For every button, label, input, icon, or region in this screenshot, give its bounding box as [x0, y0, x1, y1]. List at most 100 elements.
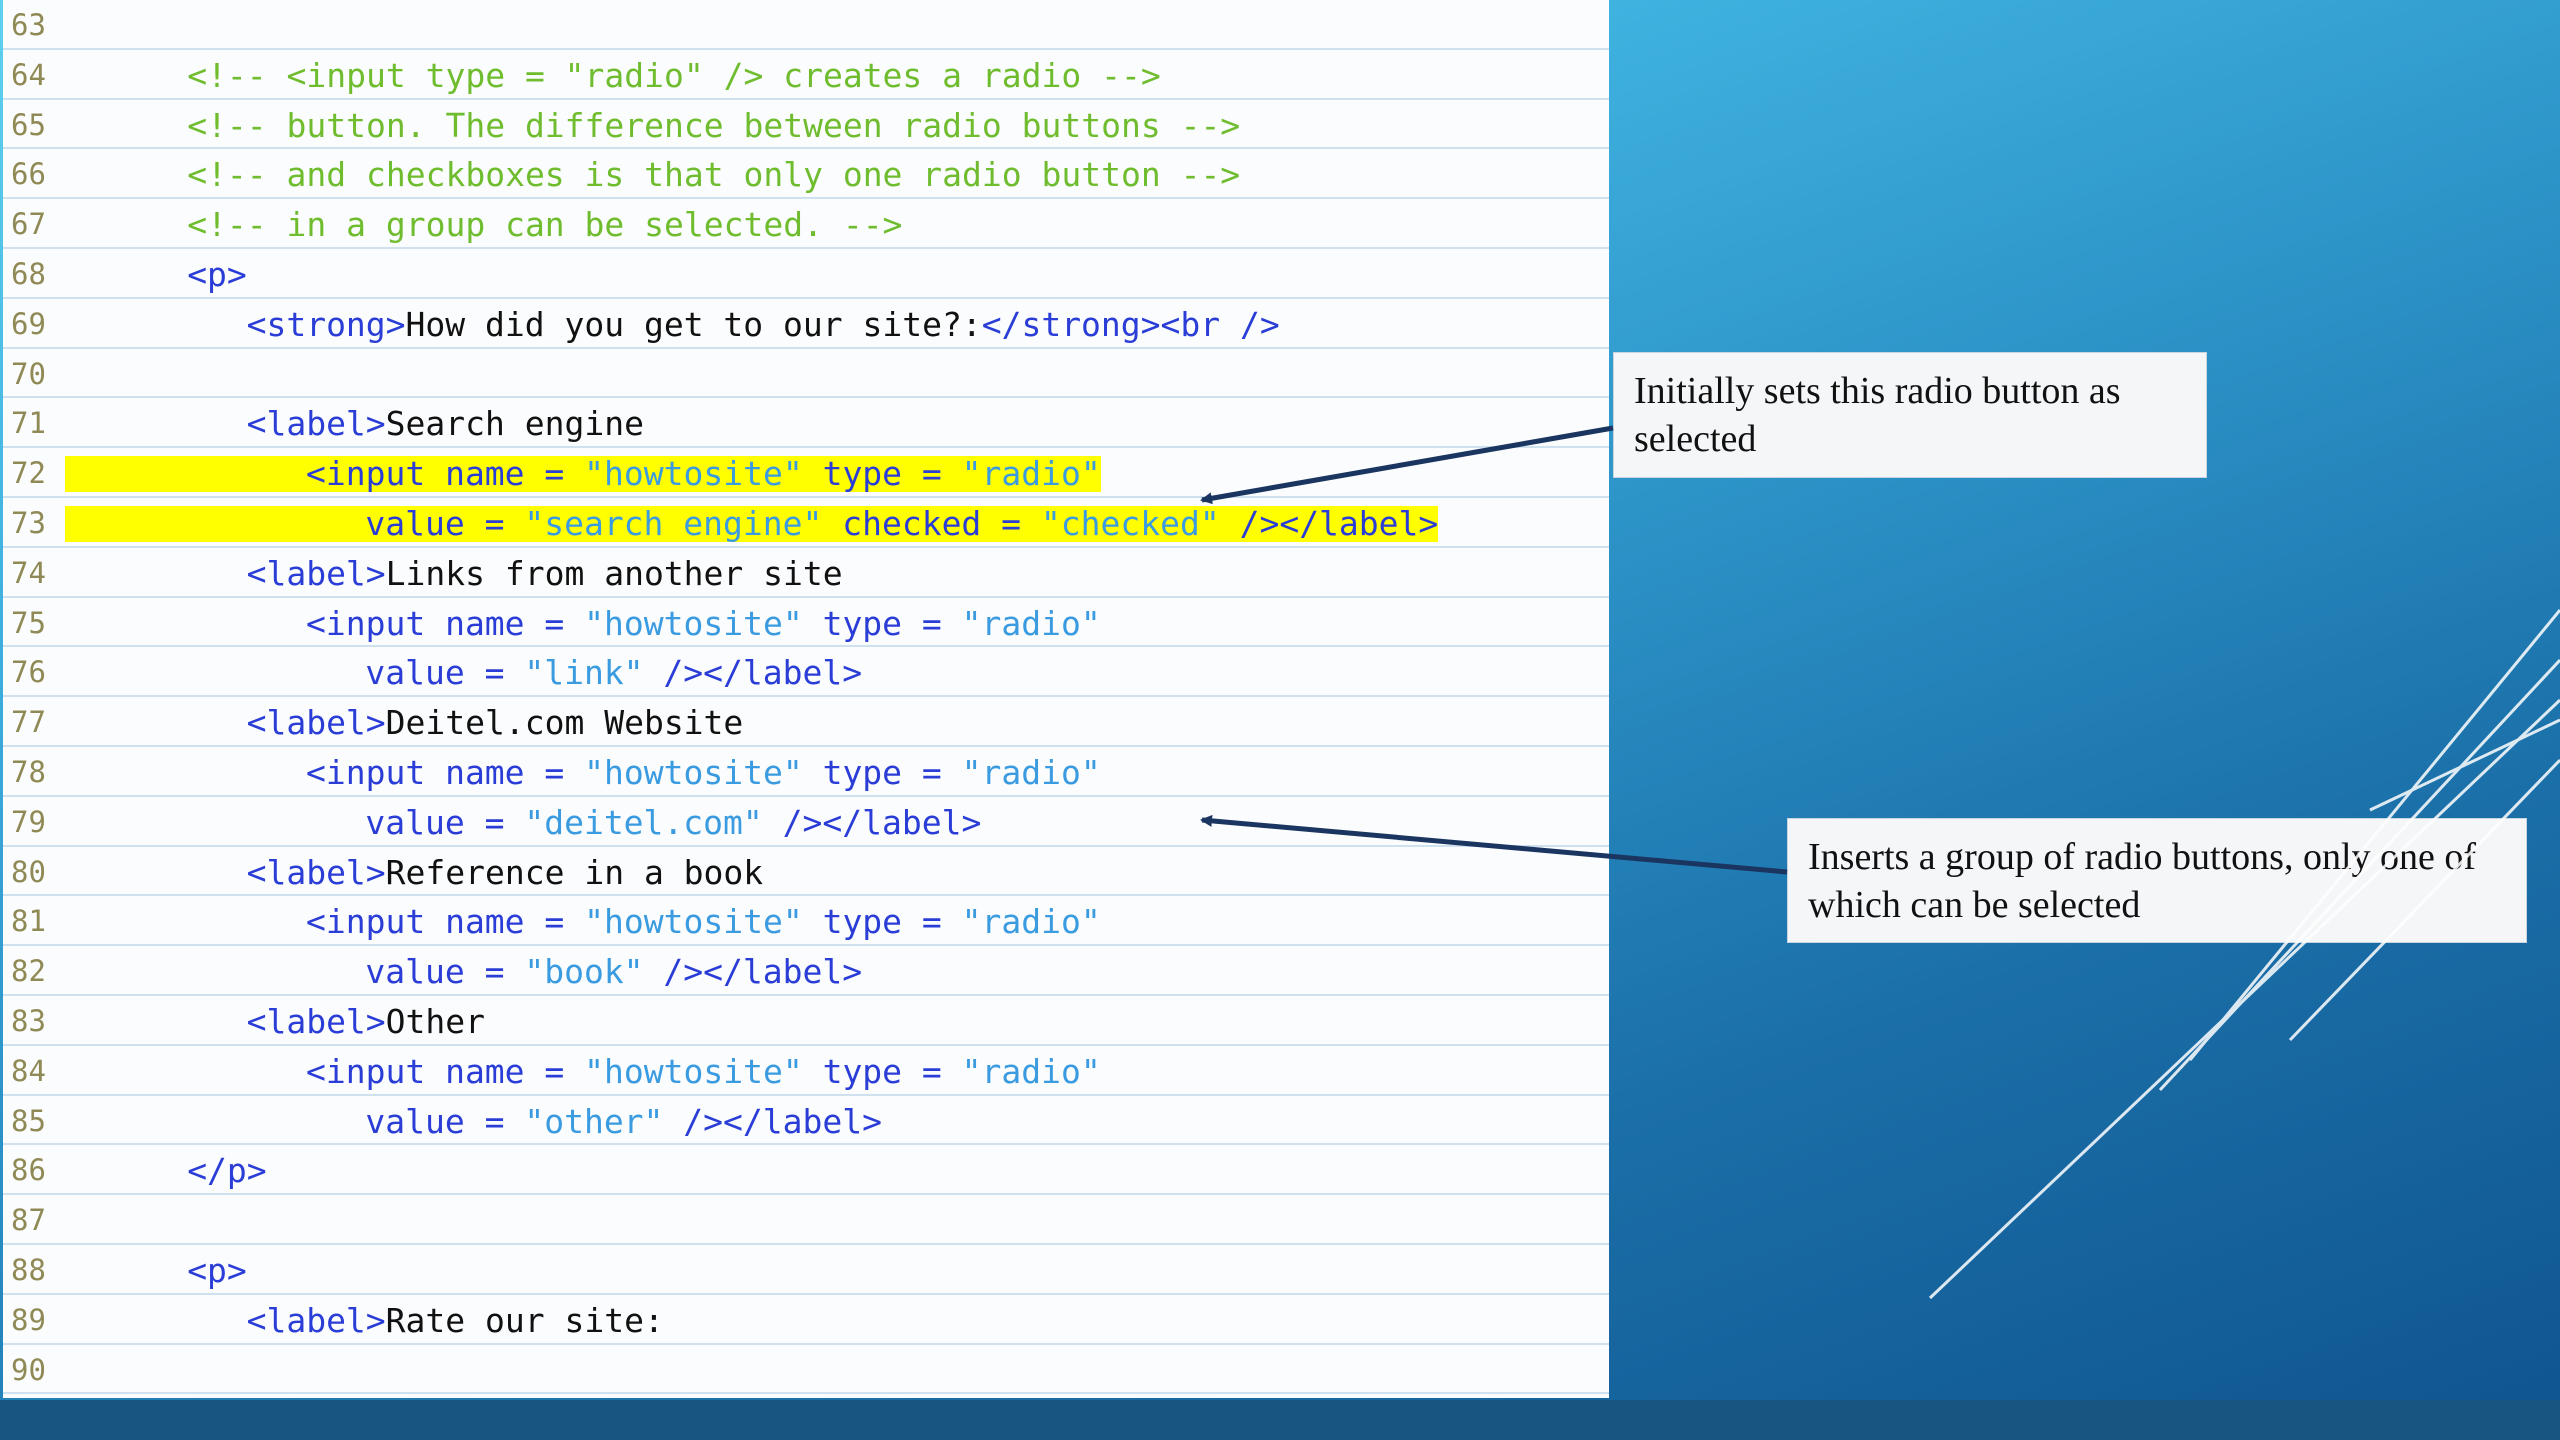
code-token-tag: type =: [802, 753, 962, 792]
callout-checked-explanation: Initially sets this radio button as sele…: [1613, 352, 2207, 478]
code-token-tag: type =: [802, 603, 962, 643]
code-text: <input name = "howtosite" type = "radio": [65, 454, 1101, 494]
line-number: 76: [11, 655, 46, 690]
code-token-cmt: <!-- <input type = "radio" /> creates a …: [187, 55, 1161, 95]
code-text: <!-- and checkboxes is that only one rad…: [187, 157, 1240, 193]
code-token-tag: checked =: [822, 504, 1041, 543]
code-text: <input name = "howtosite" type = "radio": [306, 1051, 1101, 1091]
code-token-tag: <label>: [246, 703, 386, 743]
code-line-86: 86 </p>: [3, 1145, 1609, 1196]
code-token-str: "howtosite": [584, 1051, 803, 1091]
decor-line-4: [2288, 758, 2560, 1042]
code-token-str: "checked": [1040, 504, 1220, 543]
code-token-tag: /></label>: [1219, 504, 1439, 543]
code-token-tag: <label>: [246, 404, 386, 444]
code-line-88: 88<p>: [3, 1245, 1609, 1295]
code-line-90: 90: [3, 1345, 1609, 1395]
code-line-89: 89 <label>Rate our site:: [3, 1295, 1609, 1345]
code-token-str: "link": [524, 653, 644, 693]
line-number: 67: [11, 207, 46, 242]
line-number: 87: [11, 1203, 46, 1238]
code-line-72: 72<input name = "howtosite" type = "radi…: [3, 448, 1609, 498]
code-token-txt: Reference in a book: [385, 852, 764, 892]
code-token-str: "howtosite": [584, 753, 803, 792]
code-text: <!-- <input type = "radio" /> creates a …: [187, 55, 1161, 95]
code-token-tag: <input name =: [306, 454, 585, 494]
code-text: <!-- in a group can be selected. -->: [187, 207, 902, 243]
code-text: <label>Rate our site:: [247, 1300, 664, 1340]
code-text: </p>: [187, 1153, 266, 1189]
code-text: <label>Other: [247, 1004, 485, 1040]
arrow-to-line-72: [1200, 425, 1614, 505]
line-number: 90: [11, 1352, 46, 1387]
code-token-tag: <input name =: [306, 753, 585, 792]
code-token-str: "radio": [961, 603, 1101, 643]
code-token-str: "howtosite": [584, 902, 803, 942]
line-number: 89: [11, 1302, 46, 1337]
code-token-txt: Rate our site:: [385, 1300, 664, 1340]
decor-line-3: [2188, 609, 2560, 1061]
code-token-tag: type =: [802, 1051, 962, 1091]
line-number: 66: [11, 157, 46, 192]
code-line-67: 67 <!-- in a group can be selected. -->: [3, 199, 1609, 249]
code-token-cmt: <!-- in a group can be selected. -->: [187, 205, 903, 245]
code-line-63: 63: [3, 0, 1609, 50]
line-number: 80: [11, 854, 46, 889]
line-number: 81: [11, 904, 46, 939]
code-line-80: 80 <label>Reference in a book: [3, 847, 1609, 897]
code-token-str: "radio": [961, 1051, 1101, 1091]
code-text: value = "book" /></label>: [365, 954, 862, 990]
code-text: <label>Search engine: [247, 406, 644, 442]
code-token-str: "radio": [961, 902, 1101, 942]
code-text: <label>Links from another site: [246, 553, 843, 593]
code-token-tag: <label>: [246, 553, 386, 593]
line-number: 63: [11, 8, 46, 42]
code-token-tag: /></label>: [643, 952, 863, 992]
line-number: 65: [11, 107, 46, 142]
code-line-82: 82 value = "book" /></label>: [3, 946, 1609, 996]
code-line-68: 68<p>: [3, 249, 1609, 299]
callout-checked-text: Initially sets this radio button as sele…: [1634, 370, 2121, 460]
code-token-tag: <label>: [246, 852, 386, 892]
line-number: 78: [11, 755, 46, 789]
code-text: <!-- button. The difference between radi…: [187, 107, 1240, 144]
code-token-tag: /></label>: [762, 802, 982, 842]
code-token-tag: type =: [802, 454, 962, 494]
code-text: <input name = "howtosite" type = "radio": [306, 904, 1101, 940]
code-token-txt: Search engine: [385, 404, 644, 444]
code-line-81: 81 <input name = "howtosite" type = "radi…: [3, 896, 1609, 947]
code-text: value = "search engine" checked = "check…: [65, 504, 1439, 543]
line-number: 71: [11, 406, 46, 441]
code-token-tag: <p>: [187, 255, 247, 294]
decor-line-5: [2369, 718, 2560, 812]
code-line-77: 77<label>Deitel.com Website: [3, 697, 1609, 747]
code-token-tag: <p>: [187, 1251, 247, 1290]
line-number: 74: [11, 555, 46, 590]
code-token-str: "howtosite": [584, 603, 803, 643]
line-number: 69: [11, 306, 46, 341]
line-number: 70: [11, 356, 46, 391]
code-line-74: 74 <label>Links from another site: [3, 548, 1609, 598]
code-text: <label>Reference in a book: [246, 852, 764, 892]
code-line-69: 69 <strong>How did you get to our site?:<…: [3, 299, 1609, 349]
code-text: <strong>How did you get to our site?:</s…: [247, 304, 1280, 344]
code-token-tag: <label>: [246, 1002, 386, 1041]
code-token-str: "search engine": [524, 504, 823, 543]
line-number: 77: [11, 705, 46, 740]
line-number: 82: [11, 954, 46, 989]
code-token-txt: How did you get to our site?:: [405, 304, 982, 344]
code-text: <p>: [187, 1253, 247, 1289]
arrow-to-line-79: [1200, 814, 1788, 875]
code-token-str: "radio": [961, 454, 1101, 494]
code-token-tag: <input name =: [306, 902, 585, 942]
callout-group-text: Inserts a group of radio buttons, only o…: [1808, 836, 2477, 926]
code-token-tag: <input name =: [306, 1051, 585, 1091]
line-number: 86: [11, 1153, 46, 1188]
code-text: value = "link" /></label>: [365, 655, 862, 691]
slide-footer-band: [0, 1400, 2560, 1440]
